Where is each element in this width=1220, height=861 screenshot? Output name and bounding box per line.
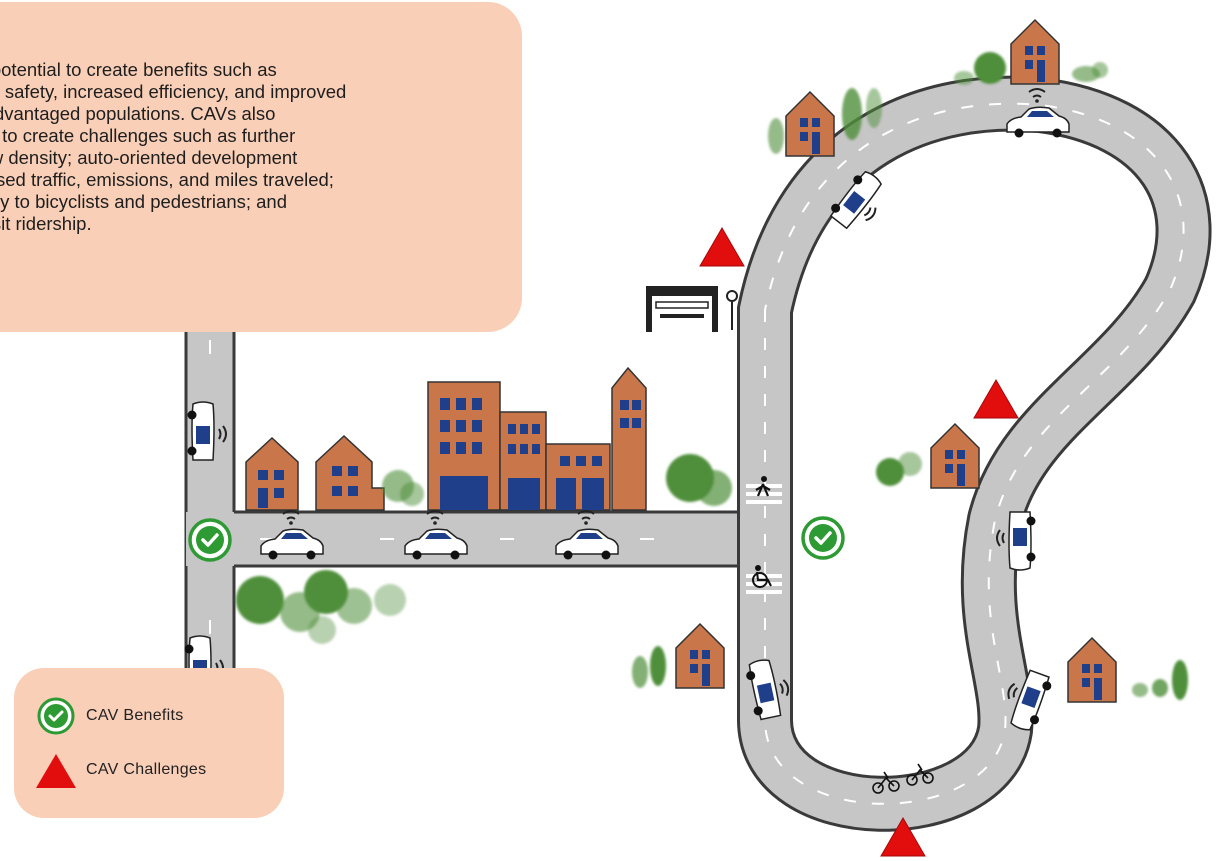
pedestrian-icon [755,476,771,497]
description-callout: the potential to create benefits such as… [0,2,522,332]
legend-item-benefits: CAV Benefits [36,696,184,736]
bus-stop [646,286,738,332]
trees [236,52,1188,700]
legend-label-benefits: CAV Benefits [86,707,184,724]
description-line: the potential to create benefits such as [0,59,277,80]
challenge-marker-bus-stop [699,227,745,267]
wheelchair-icon [752,565,772,588]
road-network [184,75,1212,832]
description-line: raffic safety, increased efficiency, and… [0,81,347,102]
benefit-marker-right [801,516,845,560]
legend-panel: CAV Benefits CAV Challenges [14,668,284,818]
description-line: transit ridership. [0,213,92,234]
description-line: g low density; auto-oriented development [0,147,298,168]
description-line: bility to create challenges such as furt… [0,125,296,146]
warning-triangle-icon [36,754,76,788]
benefit-marker-left [188,518,232,562]
cyclist-icon [872,763,934,794]
legend-label-challenges: CAV Challenges [86,761,207,778]
description-line: disadvantaged populations. CAVs also [0,103,276,124]
legend-item-challenges: CAV Challenges [36,750,206,790]
description-line: creased traffic, emissions, and miles tr… [0,169,334,190]
check-circle-icon [37,697,75,735]
downtown-buildings [245,366,647,511]
challenge-marker-loop [973,379,1019,419]
description-line: safety to bicyclists and pedestrians; an… [0,191,288,212]
